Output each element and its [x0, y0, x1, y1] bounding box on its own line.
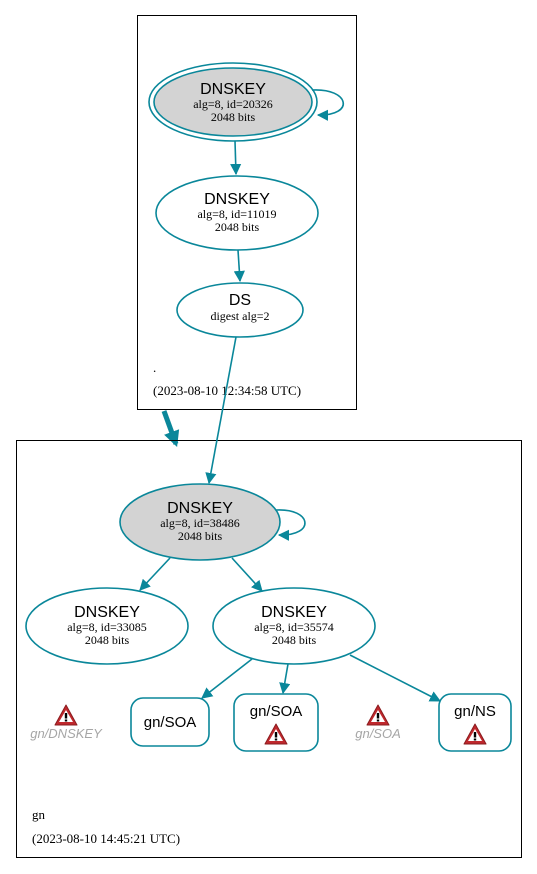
gn-ksk-title: DNSKEY: [167, 500, 233, 517]
gn-key-a-bits: 2048 bits: [85, 633, 130, 647]
gn-zone-box: [16, 440, 522, 858]
edge-key-b-ns: [349, 654, 441, 702]
gn-ksk-bits: 2048 bits: [178, 529, 223, 543]
root-zsk-node[interactable]: DNSKEY alg=8, id=11019 2048 bits: [155, 175, 319, 251]
warn-dnskey-label: gn/DNSKEY: [30, 726, 103, 741]
gn-key-a-info: alg=8, id=33085: [67, 620, 147, 634]
gn-soa-1-label: gn/SOA: [144, 714, 197, 731]
gn-ksk-node[interactable]: DNSKEY alg=8, id=38486 2048 bits: [119, 483, 281, 561]
root-zone-box: [137, 15, 357, 410]
root-zone-name: .: [153, 360, 156, 375]
gn-key-b-title: DNSKEY: [261, 604, 327, 621]
root-ksk-node[interactable]: DNSKEY alg=8, id=20326 2048 bits: [148, 62, 318, 142]
edge-key-b-soa-1: [201, 658, 253, 699]
gn-key-b-bits: 2048 bits: [272, 633, 317, 647]
gn-soa-node-2[interactable]: gn/SOA: [233, 693, 319, 752]
gn-ksk-info: alg=8, id=38486: [160, 516, 240, 530]
ds-info: digest alg=2: [210, 309, 269, 323]
ds-node[interactable]: DS digest alg=2: [176, 282, 304, 338]
root-ksk-title: DNSKEY: [200, 81, 266, 98]
delegation-arrow: [161, 410, 180, 448]
edge-gn-ksk-key-a: [139, 557, 171, 591]
gn-soa-node-1[interactable]: gn/SOA: [130, 697, 210, 747]
gn-key-b-info: alg=8, id=35574: [254, 620, 334, 634]
gn-key-b-node[interactable]: DNSKEY alg=8, id=35574 2048 bits: [212, 587, 376, 665]
gn-zone-timestamp: (2023-08-10 14:45:21 UTC): [32, 831, 180, 846]
gn-ns-label: gn/NS: [454, 703, 496, 720]
edge-ds-gn-ksk: [205, 336, 237, 485]
warn-soa-label: gn/SOA: [355, 726, 401, 741]
edge-gn-ksk-key-b: [231, 557, 263, 592]
root-zsk-bits: 2048 bits: [215, 220, 260, 234]
gn-zone-name: gn: [32, 807, 46, 822]
gn-ksk-self-edge: [275, 509, 306, 541]
root-ksk-bits: 2048 bits: [211, 110, 256, 124]
root-zsk-title: DNSKEY: [204, 191, 270, 208]
edge-root-ksk-zsk: [230, 140, 242, 176]
root-ksk-info: alg=8, id=20326: [193, 97, 273, 111]
edge-key-b-soa-2: [279, 663, 291, 695]
gn-soa-2-label: gn/SOA: [250, 703, 303, 720]
gn-key-a-node[interactable]: DNSKEY alg=8, id=33085 2048 bits: [25, 587, 189, 665]
gn-ns-node[interactable]: gn/NS: [438, 693, 512, 752]
warning-icon: [366, 704, 390, 726]
gn-key-a-title: DNSKEY: [74, 604, 140, 621]
warning-icon: [54, 704, 78, 726]
root-zsk-info: alg=8, id=11019: [197, 207, 276, 221]
ds-title: DS: [229, 292, 251, 309]
root-ksk-self-edge: [311, 89, 345, 121]
edge-root-zsk-ds: [233, 249, 245, 283]
root-zone-timestamp: (2023-08-10 12:34:58 UTC): [153, 383, 301, 398]
